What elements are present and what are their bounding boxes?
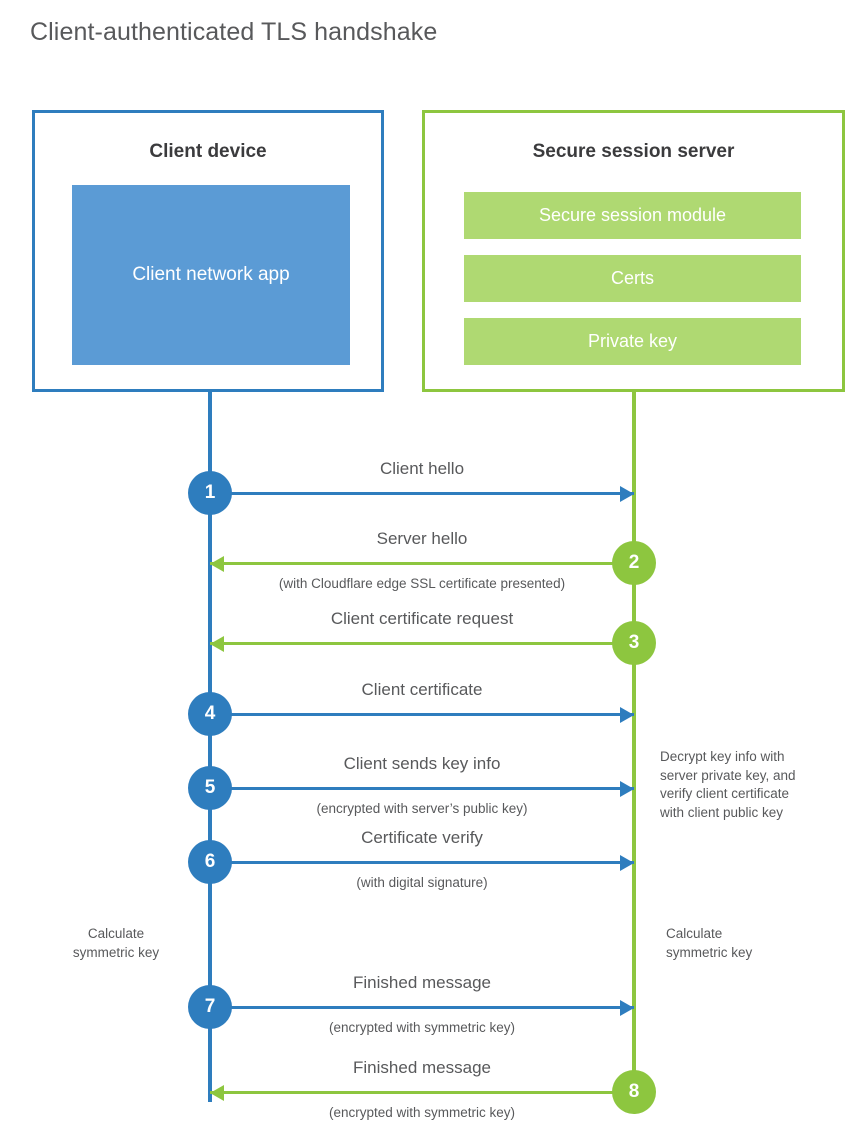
arrow-right-icon [620,1000,634,1016]
server-lifeline [632,392,636,1094]
message-sublabel: (with Cloudflare edge SSL certificate pr… [278,576,566,591]
note-server-calculate-symmetric-key: Calculate symmetric key [666,926,753,960]
server-item-secure-session-module: Secure session module [464,192,801,239]
message-arrow-line [210,1091,634,1094]
page-title: Client-authenticated TLS handshake [30,18,438,46]
step-badge[interactable]: 6 [188,840,232,884]
secure-session-server-box: Secure session server Secure session mod… [422,110,845,392]
server-item-private-key: Private key [464,318,801,365]
client-device-box: Client device Client network app [32,110,384,392]
step-badge[interactable]: 1 [188,471,232,515]
client-network-app-block: Client network app [72,185,350,365]
message-label: Client hello [379,459,465,478]
message-sublabel: (with digital signature) [356,875,488,890]
step-badge[interactable]: 2 [612,541,656,585]
note-client-calculate-symmetric-key: Calculate symmetric key [72,926,160,960]
arrow-right-icon [620,855,634,871]
message-label: Client certificate request [330,609,514,628]
message-label: Client sends key info [343,754,501,773]
message-label: Server hello [376,529,468,548]
arrow-left-icon [210,556,224,572]
message-arrow-line [210,492,634,495]
message-arrow-line [210,713,634,716]
message-arrow-line [210,1006,634,1009]
message-label: Client certificate [361,680,483,699]
client-device-title: Client device [149,141,267,162]
message-label: Finished message [353,973,491,992]
step-badge[interactable]: 8 [612,1070,656,1114]
note-server-decrypt: Decrypt key info with server private key… [660,749,796,820]
arrow-right-icon [620,707,634,723]
arrow-left-icon [210,636,224,652]
message-sublabel: (encrypted with symmetric key) [328,1105,516,1120]
message-label: Certificate verify [361,828,483,847]
message-sublabel: (encrypted with symmetric key) [328,1020,516,1035]
arrow-right-icon [620,781,634,797]
arrow-right-icon [620,486,634,502]
message-label: Finished message [353,1058,491,1077]
secure-session-server-title: Secure session server [532,141,735,162]
step-badge[interactable]: 5 [188,766,232,810]
arrow-left-icon [210,1085,224,1101]
message-arrow-line [210,861,634,864]
step-badge[interactable]: 4 [188,692,232,736]
client-lifeline [208,392,212,1102]
step-badge[interactable]: 3 [612,621,656,665]
step-badge[interactable]: 7 [188,985,232,1029]
message-arrow-line [210,642,634,645]
message-arrow-line [210,562,634,565]
server-item-certs: Certs [464,255,801,302]
message-arrow-line [210,787,634,790]
message-sublabel: (encrypted with server’s public key) [316,801,528,816]
